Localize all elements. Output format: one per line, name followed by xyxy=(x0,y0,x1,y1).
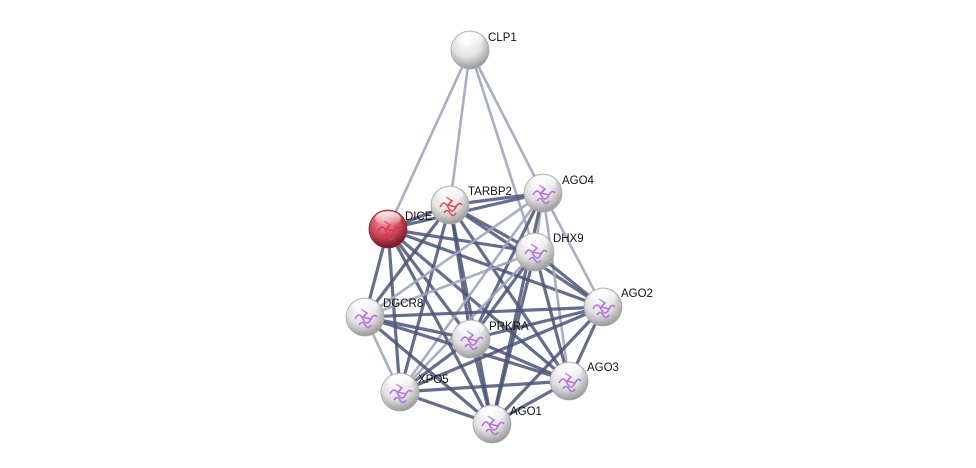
node-label: PRKRA xyxy=(489,321,529,333)
node-highlight xyxy=(530,175,556,190)
edge-dicer1-dhx9[interactable] xyxy=(387,227,536,254)
edge-ago4-ago2[interactable] xyxy=(541,192,605,308)
edge-tarbp2-xpo5[interactable] xyxy=(398,204,452,393)
edge-clp1-dicer1[interactable] xyxy=(386,49,472,230)
node-dicer1[interactable]: DICE xyxy=(368,209,433,249)
node-highlight xyxy=(352,299,378,314)
edge-dicer1-ago3[interactable] xyxy=(386,227,571,383)
node-highlight xyxy=(590,289,616,304)
node-label: DGCR8 xyxy=(383,298,423,310)
node-label: AGO3 xyxy=(587,362,619,374)
edge-ago4-prkra[interactable] xyxy=(469,192,545,340)
node-ago1[interactable]: AGO1 xyxy=(472,404,542,444)
node-prkra[interactable]: PRKRA xyxy=(451,319,529,359)
node-label: XPO5 xyxy=(418,374,449,386)
edge-dhx9-ago3[interactable] xyxy=(533,251,571,382)
edge-xpo5-ago3[interactable] xyxy=(399,379,570,394)
node-highlight xyxy=(458,321,484,336)
edge-ago2-dgcr8[interactable] xyxy=(364,305,604,319)
node-ago4[interactable]: AGO4 xyxy=(523,173,595,213)
edge-ago4-xpo5[interactable] xyxy=(398,192,545,393)
edge-ago2-prkra[interactable] xyxy=(470,305,604,341)
node-highlight xyxy=(375,211,401,226)
node-dgcr8[interactable]: DGCR8 xyxy=(345,297,423,337)
node-clp1[interactable]: CLP1 xyxy=(450,30,517,70)
edge-dicer1-xpo5[interactable] xyxy=(386,228,402,393)
node-dhx9[interactable]: DHX9 xyxy=(515,232,584,272)
node-ago3[interactable]: AGO3 xyxy=(549,361,619,401)
node-highlight xyxy=(387,374,413,389)
node-label: TARBP2 xyxy=(468,186,512,198)
node-highlight xyxy=(556,363,582,378)
edge-ago2-ago1[interactable] xyxy=(490,305,605,426)
edge-ago4-dgcr8[interactable] xyxy=(364,191,544,319)
node-highlight xyxy=(522,234,548,249)
edge-tarbp2-ago3[interactable] xyxy=(448,204,571,382)
edge-clp1-ago4[interactable] xyxy=(468,49,545,194)
node-tarbp2[interactable]: TARBP2 xyxy=(430,185,512,225)
node-highlight xyxy=(437,187,463,202)
edge-clp1-tarbp2[interactable] xyxy=(448,49,472,206)
edge-tarbp2-dgcr8[interactable] xyxy=(363,204,452,318)
node-highlight xyxy=(457,32,483,47)
node-label: DICE xyxy=(405,211,433,223)
edge-ago2-xpo5[interactable] xyxy=(399,305,604,394)
node-xpo5[interactable]: XPO5 xyxy=(380,372,449,412)
edge-dhx9-dgcr8[interactable] xyxy=(364,250,536,319)
node-label: CLP1 xyxy=(488,32,517,44)
node-ago2[interactable]: AGO2 xyxy=(583,287,653,327)
node-highlight xyxy=(479,406,505,421)
node-label: AGO2 xyxy=(621,288,653,300)
node-label: AGO4 xyxy=(562,175,595,187)
edge-dhx9-ago1[interactable] xyxy=(490,251,537,425)
node-label: DHX9 xyxy=(553,233,584,245)
node-label: AGO1 xyxy=(510,406,542,418)
